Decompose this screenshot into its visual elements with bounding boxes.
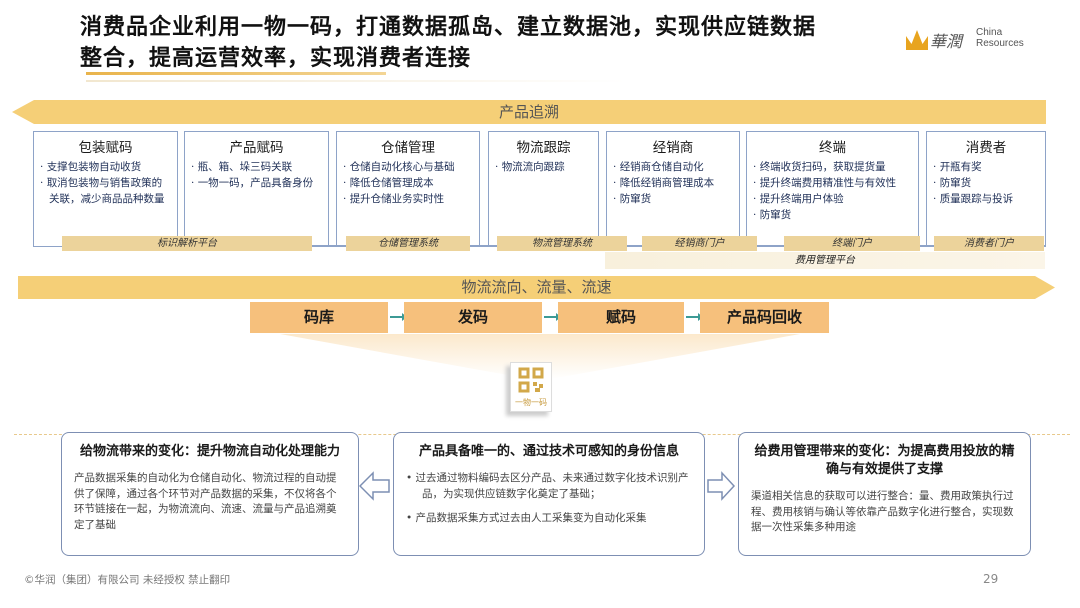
column-item: 提升仓储业务实时性 [343, 191, 473, 207]
process-step: 赋码 [558, 302, 684, 333]
step-arrow-icon [544, 313, 561, 321]
process-step: 产品码回收 [700, 302, 829, 333]
page-number: 29 [983, 572, 999, 586]
qr-code-icon [518, 367, 544, 393]
column-item: 取消包装物与销售政策的关联，减少商品品种数量 [40, 175, 171, 207]
product-trace-arrow: 产品追溯 [12, 100, 1046, 124]
column-distributor: 经销商经销商仓储自动化降低经销商管理成本防窜货 [606, 131, 740, 247]
column-logistics-tracking: 物流跟踪物流流向跟踪 [488, 131, 599, 247]
column-item: 仓储自动化核心与基础 [343, 159, 473, 175]
column-product-coding: 产品赋码瓶、箱、垛三码关联一物一码，产品具备身份 [184, 131, 329, 247]
process-step: 发码 [404, 302, 542, 333]
title-divider [86, 80, 626, 82]
process-step: 码库 [250, 302, 388, 333]
step-arrow-icon [686, 313, 703, 321]
identity-info-box: 产品具备唯一的、通过技术可感知的身份信息 过去通过物料编码去区分产品、未来通过数… [393, 432, 705, 556]
platform-bar: 经销商门户 [642, 236, 757, 251]
column-item: 防窜货 [933, 175, 1039, 191]
platform-bar: 标识解析平台 [62, 236, 312, 251]
column-item: 降低仓储管理成本 [343, 175, 473, 191]
logistics-change-box: 给物流带来的变化：提升物流自动化处理能力 产品数据采集的自动化为仓储自动化、物流… [61, 432, 359, 556]
column-packaging-coding: 包装赋码支撑包装物自动收货取消包装物与销售政策的关联，减少商品品种数量 [33, 131, 178, 247]
left-arrow-icon [359, 471, 390, 501]
column-item: 防窜货 [613, 191, 733, 207]
right-arrow-icon [707, 471, 735, 501]
page-title: 消费品企业利用一物一码，打通数据孤岛、建立数据池，实现供应链数据 整合，提高运营… [80, 15, 817, 71]
fee-platform-bar: 费用管理平台 [605, 252, 1045, 269]
column-item: 提升终端费用精准性与有效性 [753, 175, 912, 191]
platform-bar: 终端门户 [784, 236, 920, 251]
logistics-flow-arrow: 物流流向、流量、流速 [18, 276, 1055, 299]
column-item: 防窜货 [753, 207, 912, 223]
column-item: 一物一码，产品具备身份 [191, 175, 322, 191]
platform-bar: 物流管理系统 [497, 236, 627, 251]
platform-bar: 仓储管理系统 [346, 236, 470, 251]
column-item: 开瓶有奖 [933, 159, 1039, 175]
column-consumer: 消费者开瓶有奖防窜货质量跟踪与投诉 [926, 131, 1046, 247]
column-item: 降低经销商管理成本 [613, 175, 733, 191]
qr-code-card: 一物一码 [510, 362, 552, 412]
copyright: ©华润（集团）有限公司 未经授权 禁止翻印 [24, 574, 231, 586]
column-item: 物流流向跟踪 [495, 159, 592, 175]
column-terminal: 终端终端收货扫码，获取提货量提升终端费用精准性与有效性提升终端用户体验防窜货 [746, 131, 919, 247]
column-item: 经销商仓储自动化 [613, 159, 733, 175]
column-item: 瓶、箱、垛三码关联 [191, 159, 322, 175]
title-underline [86, 72, 386, 75]
column-item: 终端收货扫码，获取提货量 [753, 159, 912, 175]
column-item: 提升终端用户体验 [753, 191, 912, 207]
logo-mark-icon [906, 30, 928, 50]
step-arrow-icon [390, 313, 407, 321]
platform-bar: 消费者门户 [934, 236, 1044, 251]
column-item: 支撑包装物自动收货 [40, 159, 171, 175]
column-item: 质量跟踪与投诉 [933, 191, 1039, 207]
column-warehouse-management: 仓储管理仓储自动化核心与基础降低仓储管理成本提升仓储业务实时性 [336, 131, 480, 247]
fee-change-box: 给费用管理带来的变化：为提高费用投放的精确与有效提供了支撑 渠道相关信息的获取可… [738, 432, 1031, 556]
